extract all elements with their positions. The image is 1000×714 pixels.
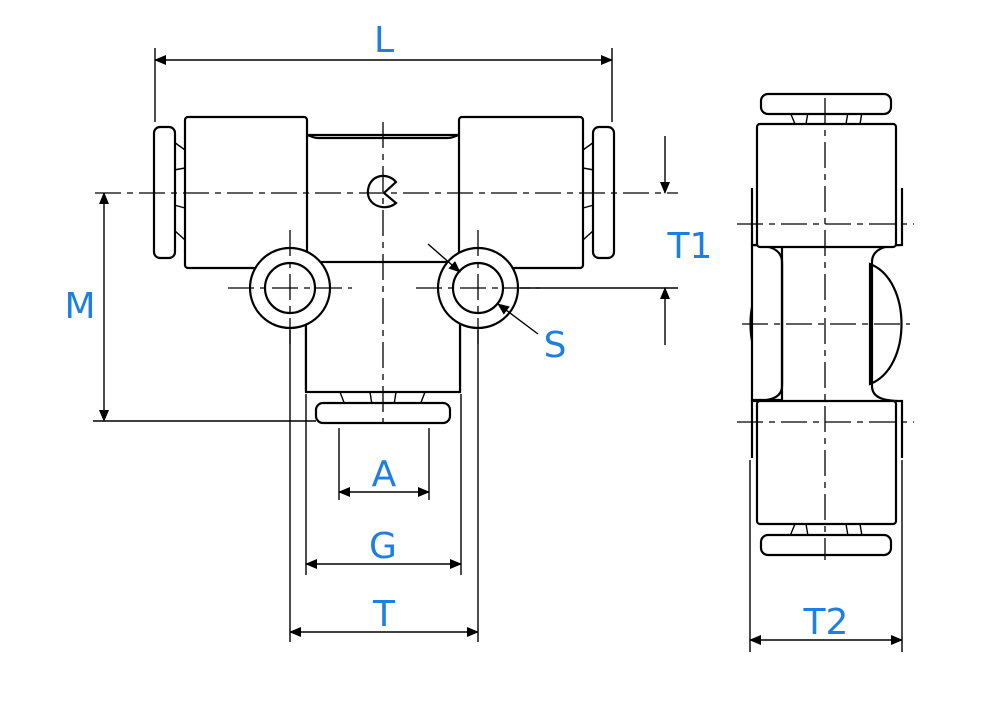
label-T2: T2 [803,602,849,643]
label-S: S [544,325,567,366]
side-top-release-ring [759,92,893,116]
side-dimensions [749,460,903,652]
bottom-collet-fingers [339,391,426,406]
label-T: T [372,594,396,635]
side-view [737,92,914,560]
snap-mark [366,174,398,209]
dimension-labels: L M T1 S A G T T2 [64,20,848,643]
dim-S-leader-a [427,243,461,273]
right-collet-fingers [582,141,595,241]
side-lower-sleeve [755,399,898,526]
side-bottom-release-ring [759,533,893,557]
label-G: G [369,526,397,567]
tee-stem [304,260,462,394]
front-view [95,115,678,430]
side-top-collet-fingers [789,111,863,125]
label-T1: T1 [667,226,713,267]
side-upper-sleeve [755,122,898,249]
label-A: A [372,454,397,495]
dim-S-leader-b [497,303,539,335]
label-L: L [374,20,394,61]
left-collet-fingers [173,141,186,241]
front-dimensions [93,48,678,642]
label-M: M [64,286,95,327]
side-bottom-collet-fingers [789,523,863,537]
